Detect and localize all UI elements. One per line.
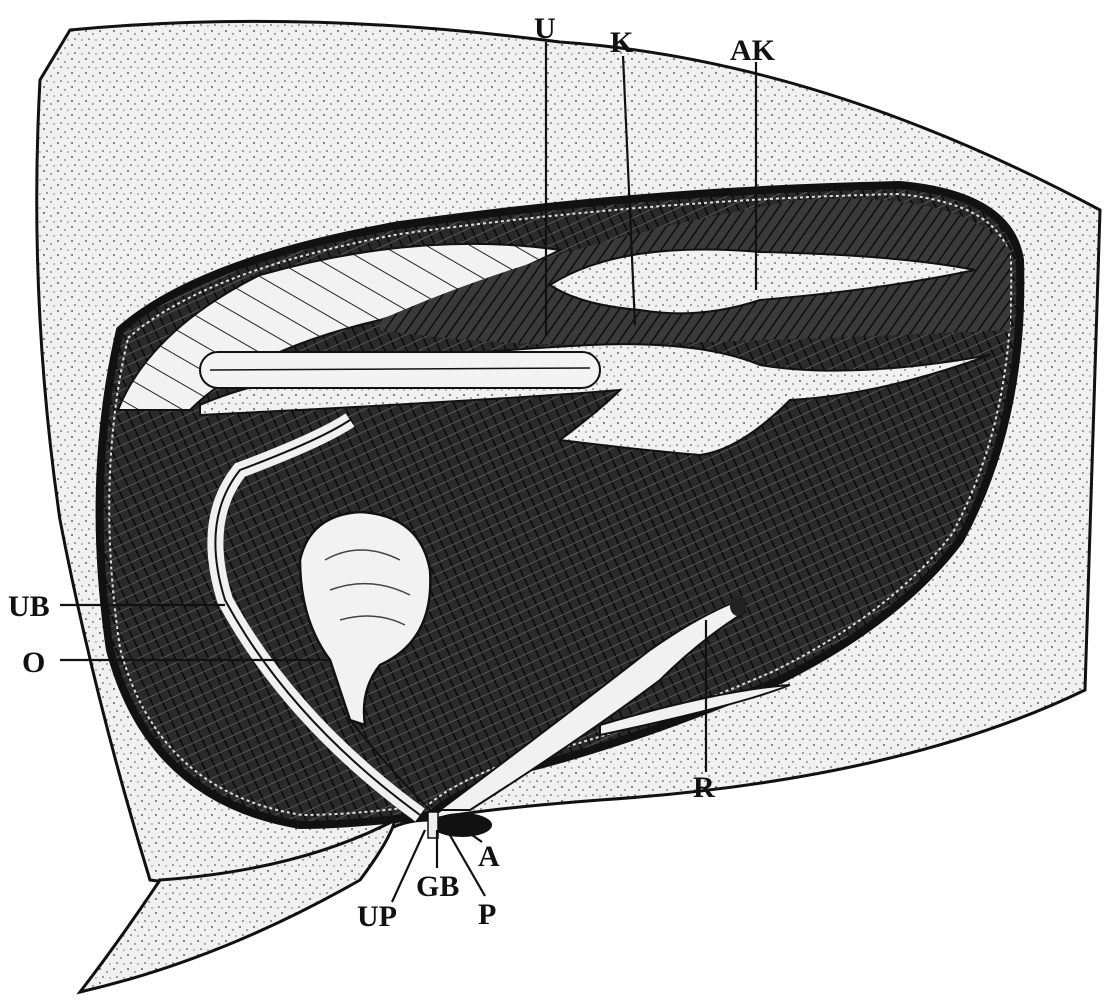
- cloacal-openings: [432, 813, 492, 837]
- label-k: K: [610, 26, 634, 59]
- label-a: A: [478, 840, 500, 873]
- label-o: O: [22, 646, 45, 679]
- label-ub: UB: [8, 590, 50, 623]
- label-gb: GB: [416, 870, 459, 903]
- label-p: P: [478, 898, 496, 931]
- label-up: UP: [357, 900, 397, 933]
- label-r: R: [693, 771, 715, 804]
- label-u: U: [534, 12, 556, 45]
- label-ak: AK: [730, 34, 776, 67]
